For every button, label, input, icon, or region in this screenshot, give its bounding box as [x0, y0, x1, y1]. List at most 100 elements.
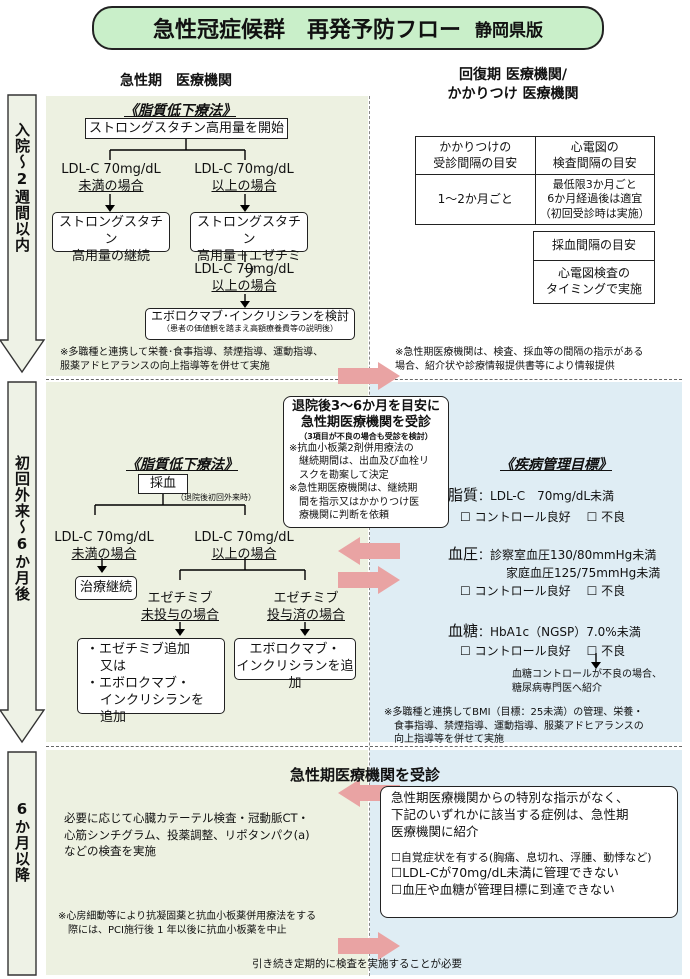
s2-given-label: エゼチミブ 投与済の場合: [264, 591, 348, 625]
s1-above-label: LDL-C 70mg/dL 以上の場合: [190, 162, 298, 196]
s2-evo-line1: エボロクマブ・: [249, 642, 341, 657]
referral-line2: 下記のいずれかに該当する症例は、急性期: [391, 806, 629, 822]
s1-above2-label: LDL-C 70mg/dL 以上の場合: [190, 262, 298, 296]
mgmt-note-line3: 向上指導等を併せて実施: [394, 734, 504, 745]
s2-below-label: LDL-C 70mg/dL 未満の場合: [50, 530, 158, 564]
s1-add-line1: ストロングスタチン: [196, 215, 301, 247]
s2-options-box: ・エゼチミブ追加 又は ・エボロクマブ・ インクリシランを追加: [77, 638, 225, 725]
criteria-bp-sugar[interactable]: ☐血圧や血糖が管理目標に到達できない: [391, 882, 615, 898]
table-cell-visit: 1〜2か月ごと: [415, 174, 536, 226]
s1-above2-line2: 以上の場合: [211, 278, 277, 294]
s1-below-line2: 未満の場合: [78, 178, 144, 194]
lipid-row: 脂質：LDL-C 70mg/dL未満: [448, 484, 614, 505]
flow-lines: [94, 138, 597, 664]
s1-above-line1: LDL-C 70mg/dL: [194, 162, 294, 177]
acute-panel-3: [46, 750, 368, 975]
s2-blood-note: （退院後初回外来時）: [176, 493, 256, 502]
s2-continue-box: 治療継続: [75, 576, 137, 600]
s2-opt-line1: ・エゼチミブ追加: [86, 642, 191, 657]
callout-b2-line3: 療機関に判断を依頼: [299, 510, 389, 521]
s1-add-line2: 高用量＋エゼチミブ: [196, 248, 301, 281]
bp-row: 血圧：診察室血圧130/80mmHg未満 家庭血圧125/75mmHg未満: [448, 544, 660, 582]
s3-left-note-line1: ※心房細動等により抗凝固薬と抗血小板薬併用療法をする: [58, 911, 317, 922]
criteria-symptoms[interactable]: ☐自覚症状を有する(胸痛、息切れ、浮腫、動悸など): [391, 850, 652, 864]
s2-opt-line4: インクリシランを追加: [100, 692, 205, 725]
s1-consider-box: エボロクマブ･インクリシランを検討 （患者の価値観を踏まえ高額療養費等の説明後）: [145, 308, 355, 340]
s2-above-line1: LDL-C 70mg/dL: [194, 530, 294, 545]
s2-blood-box: 採血: [138, 474, 188, 494]
arrow-right-2: [338, 566, 400, 594]
title-sub: 静岡県版: [475, 20, 543, 41]
phase-label-1: 入院〜2週間以内: [13, 122, 31, 253]
arrow-right-1: [338, 362, 400, 390]
phase-arrow-1: [0, 94, 46, 374]
s2-opt-line2: 又は: [100, 658, 127, 674]
s2-evo-box: エボロクマブ・ インクリシランを追加: [234, 638, 356, 691]
s1-note: ※多職種と連携して栄養･食事指導、禁煙指導、運動指導、 服薬アドヒアランスの向上…: [60, 346, 360, 373]
callout-b2-line1: ※急性期医療機関は、継続期: [289, 483, 418, 494]
acute-column-header: 急性期 医療機関: [120, 73, 232, 89]
s3-left-note-line2: 際には、PCI施行後 1 年以後に抗血小板薬を中止: [68, 924, 287, 936]
sugar-good-checkbox[interactable]: ☐ コントロール良好: [460, 644, 571, 658]
s2-given-line1: エゼチミブ: [273, 591, 339, 606]
recovery-column-header: 回復期 医療機関/ かかりつけ 医療機関: [428, 66, 598, 104]
callout-b1-line1: ※抗血小板薬2剤併用療法の: [289, 442, 414, 454]
mgmt-note-line1: ※多職種と連携してBMI（目標：25未満）の管理、栄養・: [384, 707, 644, 718]
sugar-bad-checkbox[interactable]: ☐ 不良: [586, 644, 626, 658]
s1-right-note-line2: 場合、紹介状や診療情報提供書等により情報提供: [395, 360, 615, 372]
sugar-note: 血糖コントロールが不良の場合、 糖尿病専門医へ紹介: [512, 668, 682, 695]
table-cell-blood: 心電図検査のタイミングで実施: [533, 260, 655, 304]
recovery-header-line1: 回復期 医療機関/: [459, 67, 567, 83]
callout-note: （3項目が不良の場合も受診を検討）: [299, 431, 433, 441]
bp-status: ☐ コントロール良好 ☐ 不良: [460, 582, 625, 599]
s2-opt-line3: ・エボロクマブ・: [86, 675, 191, 691]
s2-not-given-line2: 未投与の場合: [140, 607, 219, 623]
sugar-row: 血糖：HbA1c（NGSP）7.0%未満: [448, 620, 641, 641]
s3-heading: 急性期医療機関を受診: [290, 766, 441, 784]
s2-not-given-line1: エゼチミブ: [147, 591, 213, 606]
flow-arrowheads: [97, 205, 601, 669]
mgmt-heading: 《疾病管理目標》: [500, 457, 612, 473]
s1-above-line2: 以上の場合: [211, 178, 277, 194]
referral-line1: 急性期医療機関からの特別な指示がなく、: [391, 790, 629, 805]
s1-note-line2: 服薬アドヒアランスの向上指導等を併せて実施: [60, 360, 270, 372]
phase-label-3: 6か月以降: [13, 800, 31, 883]
s1-consider-sub: （患者の価値観を踏まえ高額療養費等の説明後）: [162, 324, 338, 333]
callout-line1: 退院後3〜6か月を目安に: [291, 399, 441, 414]
s1-right-note-line1: ※急性期医療機関は、検査、採血等の間隔の指示がある: [395, 347, 644, 358]
column-divider: [369, 96, 370, 976]
table-header-blood: 採血間隔の目安: [533, 231, 655, 261]
s1-add-box: ストロングスタチン 高用量＋エゼチミブ: [190, 212, 308, 281]
mgmt-note: ※多職種と連携してBMI（目標：25未満）の管理、栄養・ 食事指導、禁煙指導、運…: [384, 706, 680, 747]
callout-b1-line2: 継続期間は、出血及び血栓リ: [299, 456, 429, 467]
bp-bad-checkbox[interactable]: ☐ 不良: [586, 584, 626, 598]
phase-arrow-2: [0, 381, 46, 744]
phase-arrow-3: [7, 751, 37, 976]
sugar-note-line2: 糖尿病専門医へ紹介: [512, 682, 602, 694]
interval-table: かかりつけの受診間隔の目安 心電図の検査間隔の目安 1〜2か月ごと 最低限3か月…: [415, 135, 655, 226]
s3-left-note: ※心房細動等により抗凝固薬と抗血小板薬併用療法をする 際には、PCI施行後 1 …: [58, 910, 358, 937]
arrow-left-1: [338, 537, 400, 565]
s1-note-line1: ※多職種と連携して栄養･食事指導、禁煙指導、運動指導、: [60, 347, 324, 358]
s1-continue-line1: ストロングスタチン: [58, 215, 163, 247]
s2-below-line1: LDL-C 70mg/dL: [54, 530, 154, 545]
lipid-target: ：LDL-C 70mg/dL未満: [478, 489, 615, 503]
bp-line2: 家庭血圧125/75mmHg未満: [506, 566, 661, 580]
bp-good-checkbox[interactable]: ☐ コントロール良好: [460, 584, 571, 598]
referral-line3: 医療機関に紹介: [391, 823, 479, 839]
sugar-target: ：HbA1c（NGSP）7.0%未満: [478, 625, 641, 639]
callout-b1-line3: スクを勘案して決定: [299, 469, 389, 481]
s2-heading: 《脂質低下療法》: [126, 457, 238, 473]
lipid-bad-checkbox[interactable]: ☐ 不良: [586, 510, 626, 524]
lipid-good-checkbox[interactable]: ☐ コントロール良好: [460, 510, 571, 524]
page-title: 急性冠症候群 再発予防フロー 静岡県版: [92, 6, 604, 50]
followup-callout: 退院後3〜6か月を目安に 急性期医療機関を受診 （3項目が不良の場合も受診を検討…: [283, 396, 449, 528]
criteria-ldl[interactable]: ☐LDL-Cが70mg/dL未満に管理できない: [391, 865, 619, 881]
s3-left-line2: 心筋シンチグラム、投薬調整、リポタンパク(a): [64, 827, 310, 842]
callout-line2: 急性期医療機関を受診: [300, 415, 431, 431]
s3-referral-box: 急性期医療機関からの特別な指示がなく、 下記のいずれかに該当する症例は、急性期 …: [380, 786, 678, 918]
s3-left-text: 必要に応じて心臓カテーテル検査・冠動脈CT・ 心筋シンチグラム、投薬調整、リポタ…: [64, 810, 364, 860]
recovery-header-line2: かかりつけ 医療機関: [447, 85, 579, 102]
